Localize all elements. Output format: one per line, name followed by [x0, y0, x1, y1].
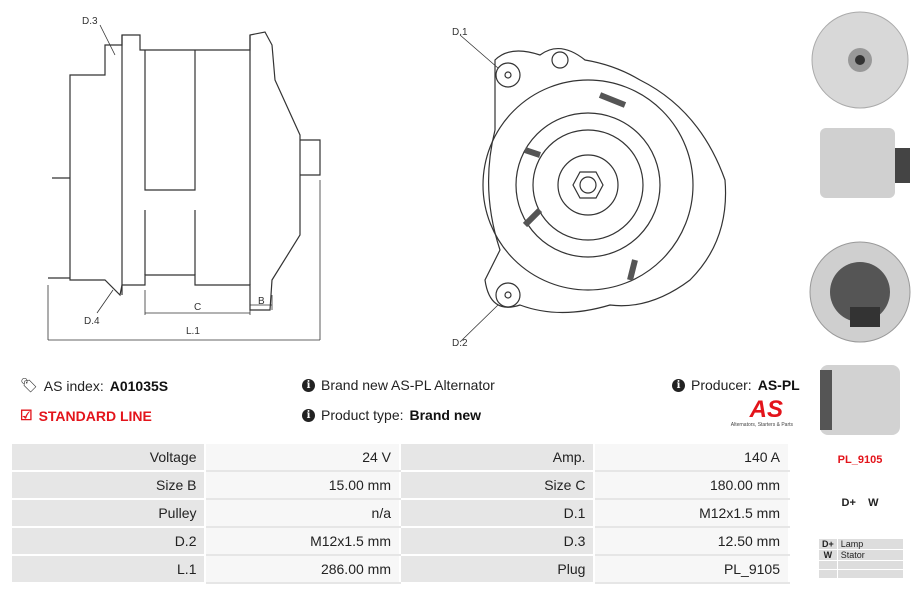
plug-terminals: D+ W [841, 497, 879, 509]
plug-pin-desc [836, 560, 905, 570]
plug-name: PL_9105 [837, 454, 883, 466]
label-b: B [258, 296, 265, 307]
label-l1: L.1 [186, 326, 200, 337]
spec-label: Size C [398, 470, 596, 500]
info-icon: i [302, 408, 315, 422]
spec-label: D.3 [398, 526, 596, 556]
spec-value: M12x1.5 mm [593, 498, 790, 528]
spec-label: D.1 [398, 498, 596, 528]
plug-pin-pin [818, 569, 838, 579]
label-c: C [194, 302, 201, 313]
spec-value: 140 A [593, 442, 790, 472]
plug-pin-row: D+Lamp [818, 538, 905, 550]
tag-icon: 🏷 [20, 377, 38, 393]
producer-label: Producer: [691, 377, 752, 393]
as-index-label: AS index: [43, 377, 104, 394]
label-d4: D.4 [84, 316, 100, 327]
plug-pin-desc [836, 569, 905, 579]
plug-pin-pin: W [818, 549, 838, 561]
product-type-value: Brand new [409, 407, 482, 423]
plug-pin-desc: Stator [836, 549, 905, 561]
spec-value: M12x1.5 mm [204, 526, 401, 556]
checkbox-icon: ☑ [20, 407, 33, 423]
product-type-label: Product type: [321, 407, 404, 423]
producer-value: AS-PL [757, 377, 800, 393]
front-view-drawing: D.1 D.2 [452, 27, 727, 349]
plug-pin-pin: D+ [818, 538, 838, 550]
logo-text: AS [749, 396, 783, 423]
as-pl-logo: AS Alternators, Starters & Parts [715, 396, 793, 429]
spec-value: 180.00 mm [593, 470, 790, 500]
side-view-drawing: D.3 D.4 C B L.1 [47, 16, 321, 341]
product-photo-angle[interactable] [805, 360, 915, 440]
spec-value: n/a [204, 498, 401, 528]
label-d1: D.1 [452, 27, 468, 38]
spec-label: Size B [9, 470, 207, 500]
standard-line-badge: ☑ STANDARD LINE [20, 407, 152, 424]
spec-value: 12.50 mm [593, 526, 790, 556]
info-icon: i [302, 378, 315, 392]
producer: i Producer: AS-PL [672, 377, 800, 393]
spec-label: Amp. [398, 442, 596, 472]
description: i Brand new AS-PL Alternator [302, 377, 495, 393]
spec-label: L.1 [9, 554, 207, 584]
product-photo-rear[interactable] [805, 212, 915, 352]
product-photo-front[interactable] [805, 5, 915, 110]
spec-value: 24 V [204, 442, 401, 472]
spec-value: PL_9105 [593, 554, 790, 584]
plug-pin-row [818, 560, 905, 570]
spec-label: D.2 [9, 526, 207, 556]
logo-tagline: Alternators, Starters & Parts [730, 422, 793, 428]
as-index: 🏷 AS index: A01035S [20, 377, 168, 394]
label-d2: D.2 [452, 338, 468, 349]
spec-value: 15.00 mm [204, 470, 401, 500]
spec-label: Plug [398, 554, 596, 584]
plug-pin-pin [818, 560, 838, 570]
description-text: Brand new AS-PL Alternator [321, 377, 495, 393]
info-icon: i [672, 378, 685, 392]
product-type: i Product type: Brand new [302, 407, 481, 423]
spec-label: Voltage [9, 442, 207, 472]
product-photo-side[interactable] [805, 118, 915, 203]
plug-pin-desc: Lamp [836, 538, 905, 550]
label-d3: D.3 [82, 16, 98, 27]
standard-line-label: STANDARD LINE [38, 407, 152, 424]
spec-value: 286.00 mm [204, 554, 401, 584]
as-index-value: A01035S [109, 377, 169, 394]
plug-pin-row [818, 569, 905, 579]
spec-label: Pulley [9, 498, 207, 528]
